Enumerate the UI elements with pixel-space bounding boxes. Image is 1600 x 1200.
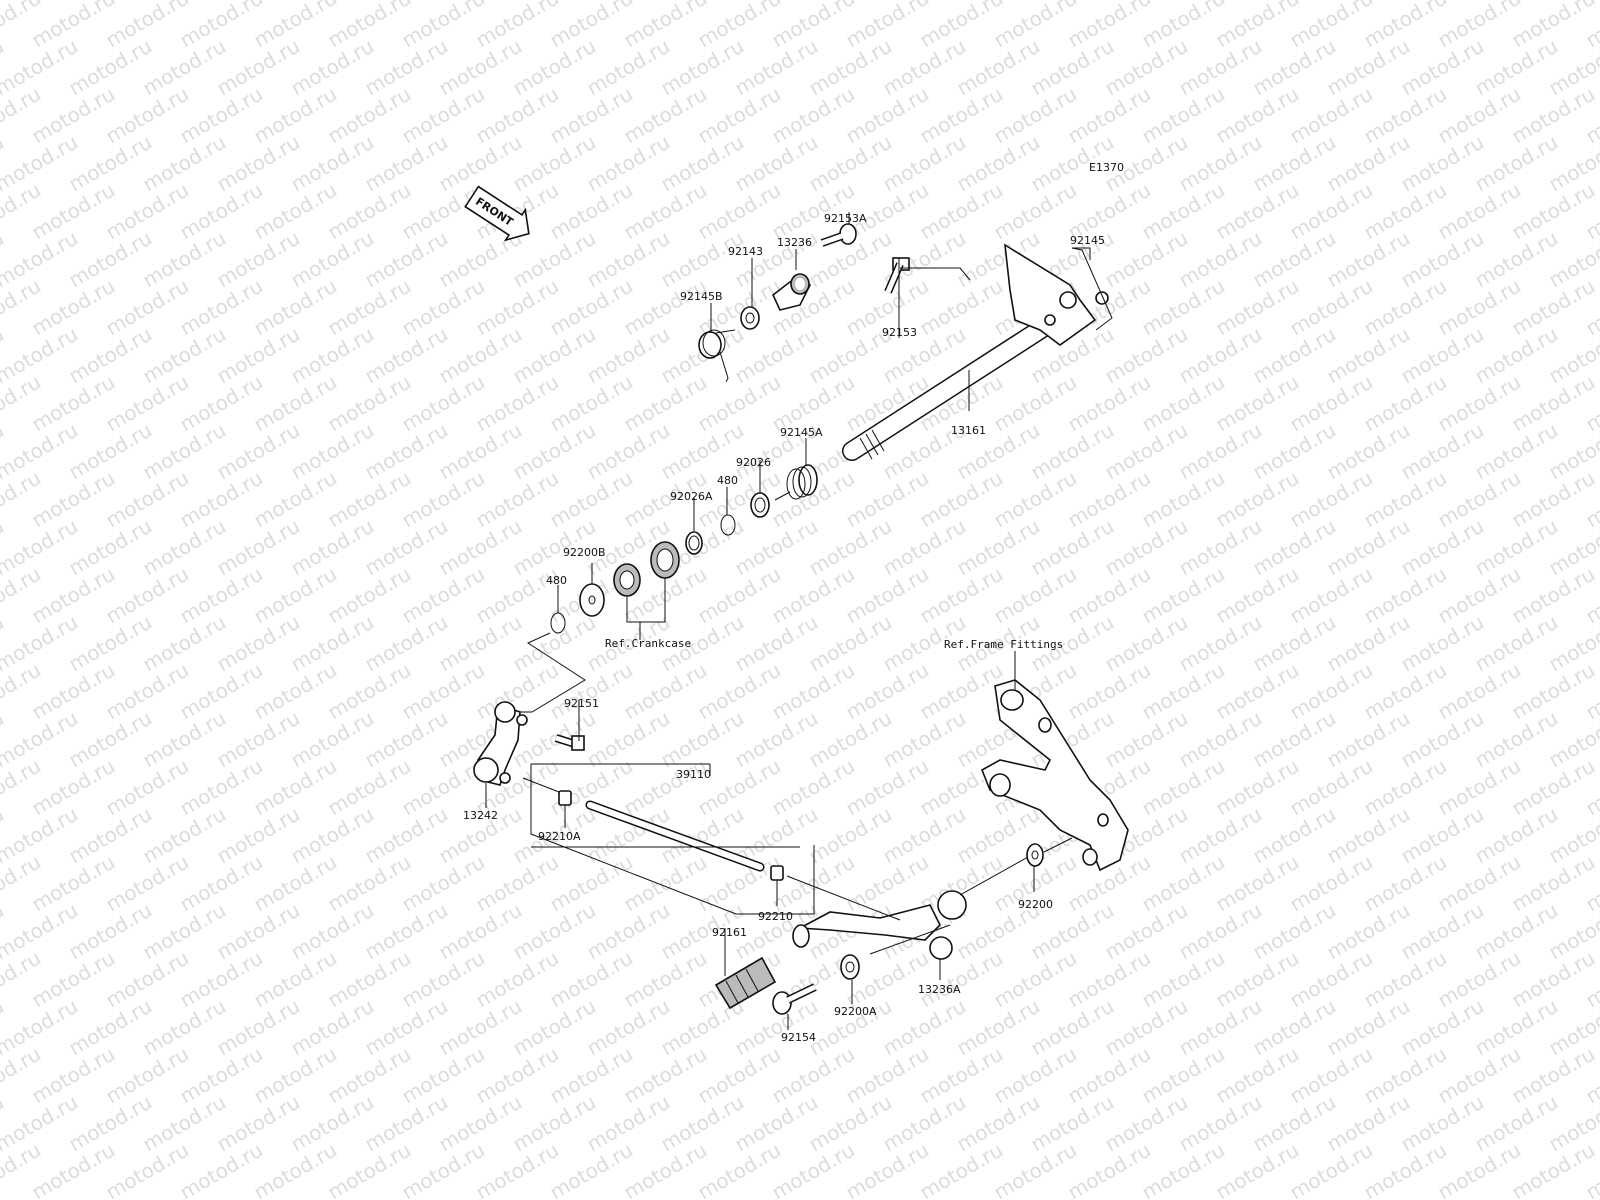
part-label-92151: 92151 [564,697,599,710]
frame-bracket [980,679,1129,872]
part-label-480-upper: 480 [717,474,738,487]
part-label-92210: 92210 [758,910,793,923]
part-label-92154: 92154 [781,1031,816,1044]
part-label-92210A: 92210A [538,830,581,843]
part-label-13161: 13161 [951,424,986,437]
shift-lever-13242 [473,701,528,786]
oil-seal [613,563,641,597]
part-label-13236A: 13236A [918,983,961,996]
part-label-92200A: 92200A [834,1005,877,1018]
part-label-92026A: 92026A [670,490,713,503]
diagram-code: E1370 [1089,161,1124,174]
part-label-92153A: 92153A [824,212,867,225]
part-label-92145: 92145 [1070,234,1105,247]
washer-92200 [1026,843,1044,867]
nut-92210 [770,865,784,881]
needle-bearing [650,541,680,579]
spring-92145B [698,329,736,383]
part-label-13236: 13236 [777,236,812,249]
bolt-92154 [772,983,817,1015]
collar-92143 [740,306,760,330]
tie-rod-39110 [585,800,765,872]
collar-13236 [772,273,812,311]
shift-arm-92145 [1004,243,1109,346]
part-label-39110: 39110 [676,768,711,781]
washer-92200B [579,583,605,617]
washer-92026A [685,531,703,555]
ref-crankcase-label: Ref.Crankcase [605,637,691,650]
part-label-92153: 92153 [882,326,917,339]
bolt-92153A [820,223,857,247]
footpeg-rubber-92161 [714,956,777,1010]
part-label-92143: 92143 [728,245,763,258]
part-labels: 92153A 13236 92143 92145B 92145 92153 13… [463,212,1105,1044]
nut-92210A [558,790,572,806]
part-label-13242: 13242 [463,809,498,822]
bolt-92153 [884,257,910,294]
circlip-480-upper [720,514,736,536]
shift-pedal [792,890,967,960]
washer-92026 [750,492,770,518]
part-label-92161: 92161 [712,926,747,939]
bolt-92151 [554,734,585,751]
leader-lines [485,212,1113,1030]
ref-frame-fittings-label: Ref.Frame Fittings [944,638,1063,651]
reference-labels: Ref.Crankcase Ref.Frame Fittings [605,637,1063,651]
part-label-92145B: 92145B [680,290,723,303]
part-label-92026: 92026 [736,456,771,469]
part-label-480-lower: 480 [546,574,567,587]
washer-92200A [840,954,860,980]
part-label-92200: 92200 [1018,898,1053,911]
spring-92145A [774,464,818,501]
shift-shaft-13161 [842,312,1062,461]
part-label-92145A: 92145A [780,426,823,439]
part-label-92200B: 92200B [563,546,606,559]
